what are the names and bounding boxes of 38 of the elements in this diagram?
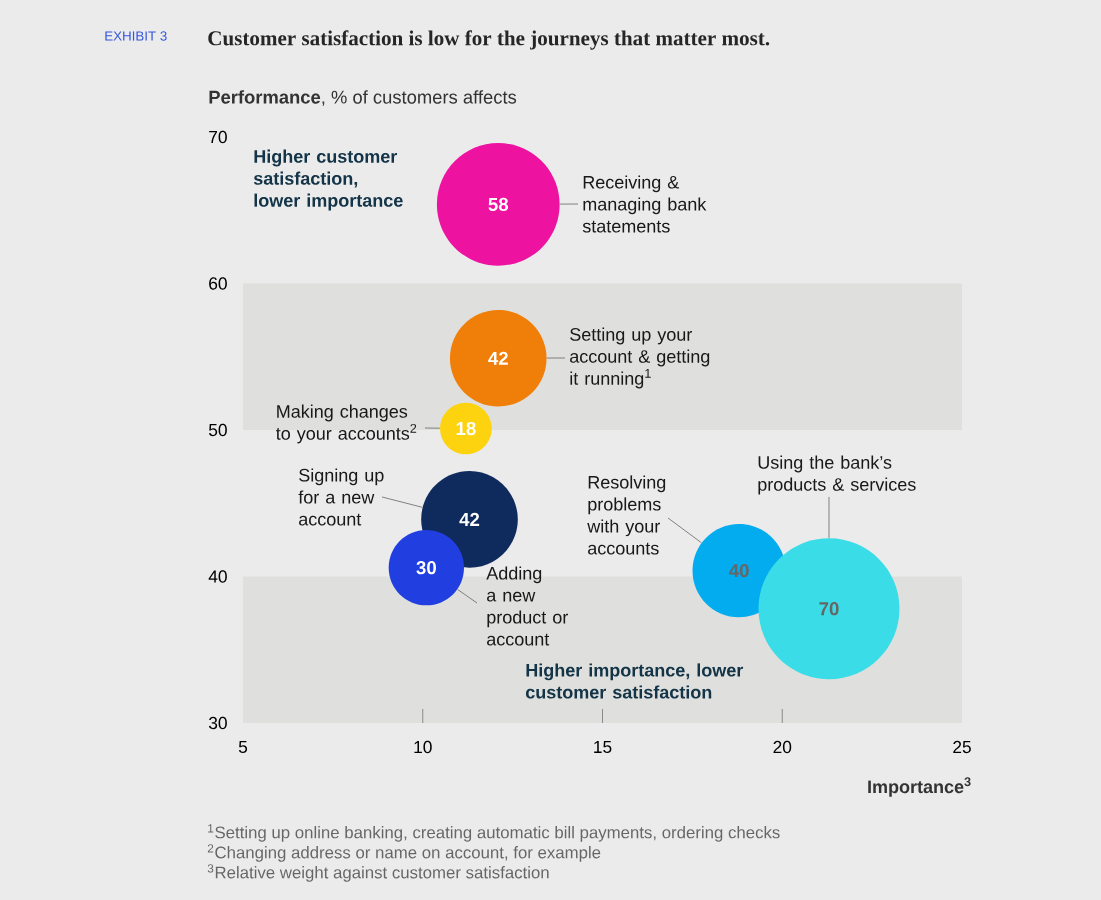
exhibit-label: EXHIBIT 3 — [105, 31, 167, 41]
text: 70 — [819, 602, 839, 616]
bubble-label: Adding a new product or account — [486, 566, 568, 646]
title: Customer satisfaction is low for the journeys that matter most. — [208, 30, 770, 50]
tick-label: 25 — [953, 740, 971, 754]
bubble: 70 — [758, 538, 900, 680]
axis-title: Importance$^{3}$ — [868, 777, 971, 797]
text: 40 — [729, 564, 749, 578]
tick-label: 70 — [209, 130, 227, 144]
tick-label: 20 — [773, 740, 792, 754]
tick-label: 5 — [238, 740, 248, 754]
region-label: Higher importance, lower customer satisfaction — [526, 663, 744, 699]
bubble: 42 — [449, 309, 547, 407]
tick-label: 30 — [208, 716, 227, 730]
text: 18 — [456, 421, 476, 436]
footnote: $^{1}$Setting up online banking, creating automatic bill payments, ordering checks — [208, 824, 780, 842]
bubble-label: Signing up for a new account — [298, 468, 384, 526]
bubble: 18 — [440, 402, 492, 455]
bubble: 58 — [436, 143, 560, 266]
axis-title: Performance, % of customers affects — [209, 90, 517, 106]
tick-label: 40 — [208, 570, 227, 583]
bubble-label: Using the bank’s products & services — [758, 455, 916, 495]
bubble-label: Resolving problems with your accounts — [587, 475, 666, 555]
bubble: 30 — [388, 530, 464, 606]
text: 42 — [488, 351, 508, 365]
bubble-label: Receiving & managing bank statements — [582, 175, 707, 233]
footnote: $^{3}$Relative weight against customer satisfaction — [207, 864, 549, 882]
region-label: Higher customer satisfaction, lower importance — [253, 149, 403, 211]
text: 42 — [459, 512, 480, 526]
text: 58 — [488, 197, 509, 211]
bubble-label: Setting up your account & getting it running$^{1}$ — [570, 327, 710, 389]
tick-label: 10 — [414, 740, 432, 754]
footnote: $^{2}$Changing address or name on account, for example — [207, 844, 601, 862]
tick-label: 60 — [209, 277, 227, 290]
text: 30 — [416, 561, 436, 575]
tick-label: 50 — [208, 423, 227, 437]
tick-label: 15 — [594, 740, 612, 754]
bubble-label: Making changes to your accounts$^{2}$ — [276, 404, 417, 444]
